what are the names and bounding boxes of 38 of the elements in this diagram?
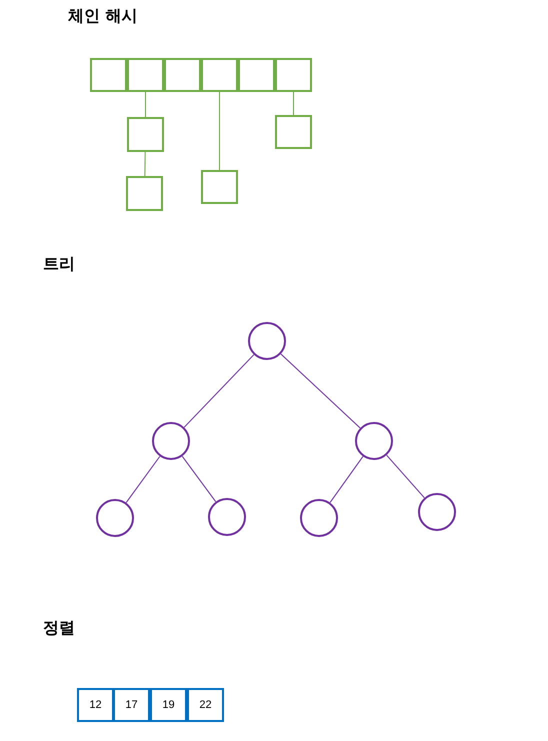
tree-node-circle: [96, 499, 134, 537]
connector-line: [184, 354, 254, 428]
array-cell: [77, 688, 114, 722]
array-cell: [187, 688, 224, 722]
hash-slot-box: [201, 58, 238, 92]
connector-line: [330, 456, 364, 504]
tree-node-circle: [248, 322, 286, 360]
connector-line: [386, 454, 425, 498]
cell-value: 12: [89, 699, 102, 711]
connector-line: [182, 456, 216, 502]
cell-value: 22: [199, 699, 212, 711]
tree-node-circle: [355, 422, 393, 460]
cell-value: 19: [162, 699, 175, 711]
chain-node-box: [126, 176, 163, 211]
connector-line: [293, 92, 294, 116]
chain-node-box: [201, 170, 238, 204]
hash-slot-box: [238, 58, 275, 92]
section-heading: 체인 해시: [68, 6, 138, 27]
section-heading: 정렬: [43, 618, 75, 639]
hash-slot-box: [164, 58, 201, 92]
connector-line: [145, 92, 146, 118]
tree-node-circle: [300, 499, 338, 537]
hash-slot-box: [275, 58, 312, 92]
connector-line: [126, 456, 160, 504]
connector-line: [280, 353, 361, 429]
cell-value: 17: [125, 699, 138, 711]
array-cell: [113, 688, 150, 722]
array-cell: [150, 688, 187, 722]
chain-node-box: [275, 115, 312, 149]
hash-slot-box: [90, 58, 127, 92]
connector-line: [219, 92, 220, 170]
tree-node-circle: [208, 498, 246, 536]
section-heading: 트리: [43, 254, 75, 275]
connector-line: [144, 152, 146, 176]
chain-node-box: [127, 117, 164, 152]
tree-node-circle: [418, 493, 456, 531]
tree-node-circle: [152, 422, 190, 460]
hash-slot-box: [127, 58, 164, 92]
